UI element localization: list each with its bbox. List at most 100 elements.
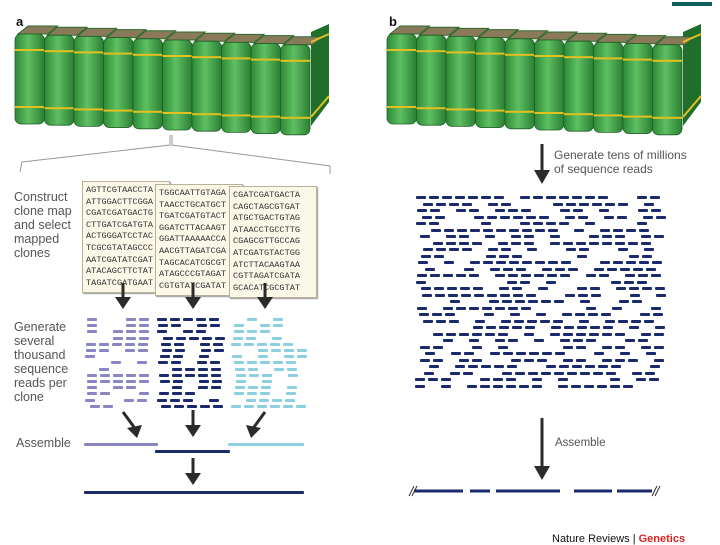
sequence-read: [563, 332, 574, 336]
sequence-read: [499, 287, 510, 290]
sequence-read: [126, 386, 137, 390]
sequence-read: [524, 241, 535, 245]
sequence-read: [85, 355, 96, 359]
sequence-read: [541, 267, 552, 271]
sequence-read: [421, 215, 432, 219]
sequence-read: [578, 248, 589, 251]
sequence-read: [507, 209, 518, 212]
label-line: and select: [14, 218, 71, 232]
sequence-read: [638, 274, 649, 277]
sequence-read: [493, 378, 504, 381]
book-band: [44, 50, 74, 53]
sequence-read: [282, 404, 293, 408]
sequence-read: [287, 367, 298, 371]
sequence-read: [487, 202, 498, 206]
sequence-read: [506, 384, 517, 388]
arrow-down-icon: [257, 283, 273, 309]
sequence-read: [209, 398, 220, 402]
sequence-read: [481, 196, 492, 199]
arrow-down-icon: [534, 144, 550, 184]
sequence-read: [563, 358, 574, 362]
sequence-read: [547, 274, 558, 277]
sequence-read: [642, 215, 653, 219]
sequence-read: [213, 342, 224, 346]
sequence-read: [228, 443, 304, 446]
book-band: [44, 107, 74, 110]
sequence-line: GGATTAAAAACCA: [159, 234, 227, 245]
book-band: [593, 114, 623, 117]
sequence-read: [269, 404, 280, 408]
sequence-read: [537, 358, 548, 362]
sequence-read: [456, 274, 467, 277]
sequence-read: [584, 384, 595, 388]
sequence-read: [287, 373, 298, 377]
sequence-read: [446, 241, 457, 245]
sequence-read: [113, 386, 124, 390]
sequence-read: [473, 287, 484, 290]
sequence-read: [245, 336, 256, 340]
sequence-read: [512, 293, 523, 297]
sequence-read: [420, 358, 431, 362]
sequence-read: [637, 339, 648, 342]
sequence-read: [450, 300, 461, 303]
sequence-read: [420, 345, 431, 349]
sequence-read: [641, 241, 652, 245]
sequence-read: [430, 274, 441, 277]
sequence-read: [196, 318, 207, 321]
sequence-read: [261, 380, 272, 383]
arrow-down-icon: [534, 418, 550, 480]
sequence-read: [593, 267, 604, 271]
sequence-read: [246, 330, 257, 334]
sequence-read: [576, 345, 587, 349]
book-band: [505, 53, 535, 56]
sequence-line: AACGTTAGATCGA: [159, 245, 227, 256]
break-marks-left-icon: [408, 485, 418, 497]
sequence-read: [563, 345, 574, 349]
sequence-line: ACTGGGATCCTAC: [86, 231, 154, 242]
sequence-read: [560, 261, 571, 264]
sequence-read: [540, 319, 551, 323]
sequence-read: [552, 202, 563, 206]
sequence-line: CGTTAGATCGATA: [233, 271, 301, 282]
sequence-read: [577, 293, 588, 297]
sequence-read: [198, 373, 209, 377]
sequence-read: [85, 342, 96, 346]
sequence-read: [201, 336, 212, 340]
sequence-read: [159, 373, 170, 377]
sequence-read: [495, 306, 506, 310]
sequence-read: [610, 384, 621, 388]
sequence-read: [463, 267, 474, 271]
book-band: [534, 112, 564, 114]
sequence-read: [245, 398, 256, 402]
sequence-read: [576, 332, 587, 336]
sequence-read: [565, 202, 576, 206]
sequence-read: [613, 228, 624, 232]
sequence-read: [605, 319, 616, 323]
book-band: [103, 109, 133, 112]
sequence-read: [457, 228, 468, 232]
sequence-line: TCGCGTATAGCCC: [86, 242, 154, 253]
book-band: [505, 110, 535, 113]
sequence-read: [174, 404, 185, 408]
sequence-read: [524, 326, 535, 329]
sequence-read: [468, 365, 479, 368]
sequence-read: [170, 398, 181, 402]
sequence-read: [619, 300, 630, 303]
sequence-read: [137, 342, 148, 346]
sequence-read: [415, 378, 426, 381]
label-line: mapped: [14, 232, 60, 246]
sequence-read: [434, 254, 445, 258]
sequence-read: [461, 202, 472, 206]
arrow-down-icon: [185, 458, 201, 485]
book-spine: [280, 44, 311, 136]
bookshelf-a-illustration: [14, 24, 330, 136]
book-band: [192, 113, 222, 116]
book-band: [280, 116, 310, 119]
sequence-read: [260, 324, 271, 328]
sequence-read: [485, 332, 496, 336]
sequence-read: [247, 361, 258, 365]
sequence-read: [459, 358, 470, 362]
sequence-read: [173, 355, 184, 359]
book-band: [133, 110, 163, 113]
zoom-bracket: [19, 135, 331, 174]
